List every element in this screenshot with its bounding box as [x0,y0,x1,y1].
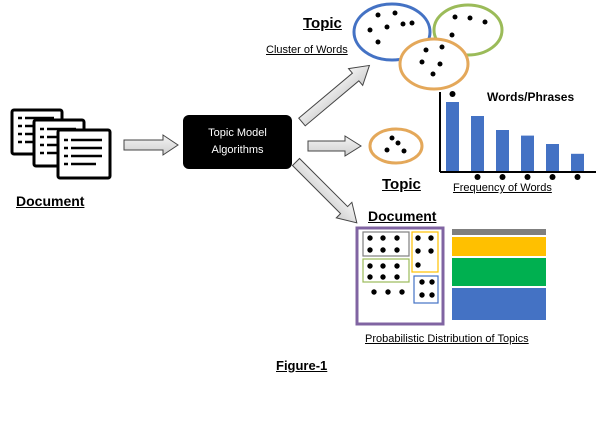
document-stack-icon [10,108,112,180]
document-topic-box [355,226,445,326]
bar-dot-3 [499,174,506,180]
words-phrases-label: Words/Phrases [487,90,575,104]
probabilistic-distribution-label: Probabilistic Distribution of Topics [365,333,529,345]
document-label: Document [16,193,85,209]
document-heading: Document [368,208,437,224]
bar-6 [571,153,584,172]
topic-heading-top: Topic [303,15,342,32]
bar-dot-2 [474,174,481,180]
topic-heading-mid: Topic [382,176,421,193]
bar-3 [496,130,509,172]
arrow-to-topic [307,135,362,157]
bar-1 [446,102,459,172]
frequency-of-words-label: Frequency of Words [453,182,552,194]
bar-2 [471,116,484,172]
algorithm-line-2: Algorithms [211,144,264,156]
arrow-to-clusters [298,64,371,127]
bar-5 [546,144,559,172]
topic-cluster-small [368,127,424,165]
topic-distribution-stack [452,229,546,320]
cluster-of-words-label: Cluster of Words [266,44,348,56]
frequency-bar-chart [439,91,596,180]
bar-4 [521,135,534,172]
bar-dot-1 [449,91,456,97]
bar-dot-5 [549,174,556,180]
algorithm-line-1: Topic Model [208,127,267,139]
arrow-to-document [291,157,358,224]
cluster-orange [398,37,470,91]
topic-model-algorithms-box: Topic Model Algorithms [183,115,292,169]
bar-dot-4 [524,174,531,180]
figure-caption: Figure-1 [276,358,328,373]
bar-dot-6 [574,174,581,180]
arrow-to-algorithm [123,134,179,156]
